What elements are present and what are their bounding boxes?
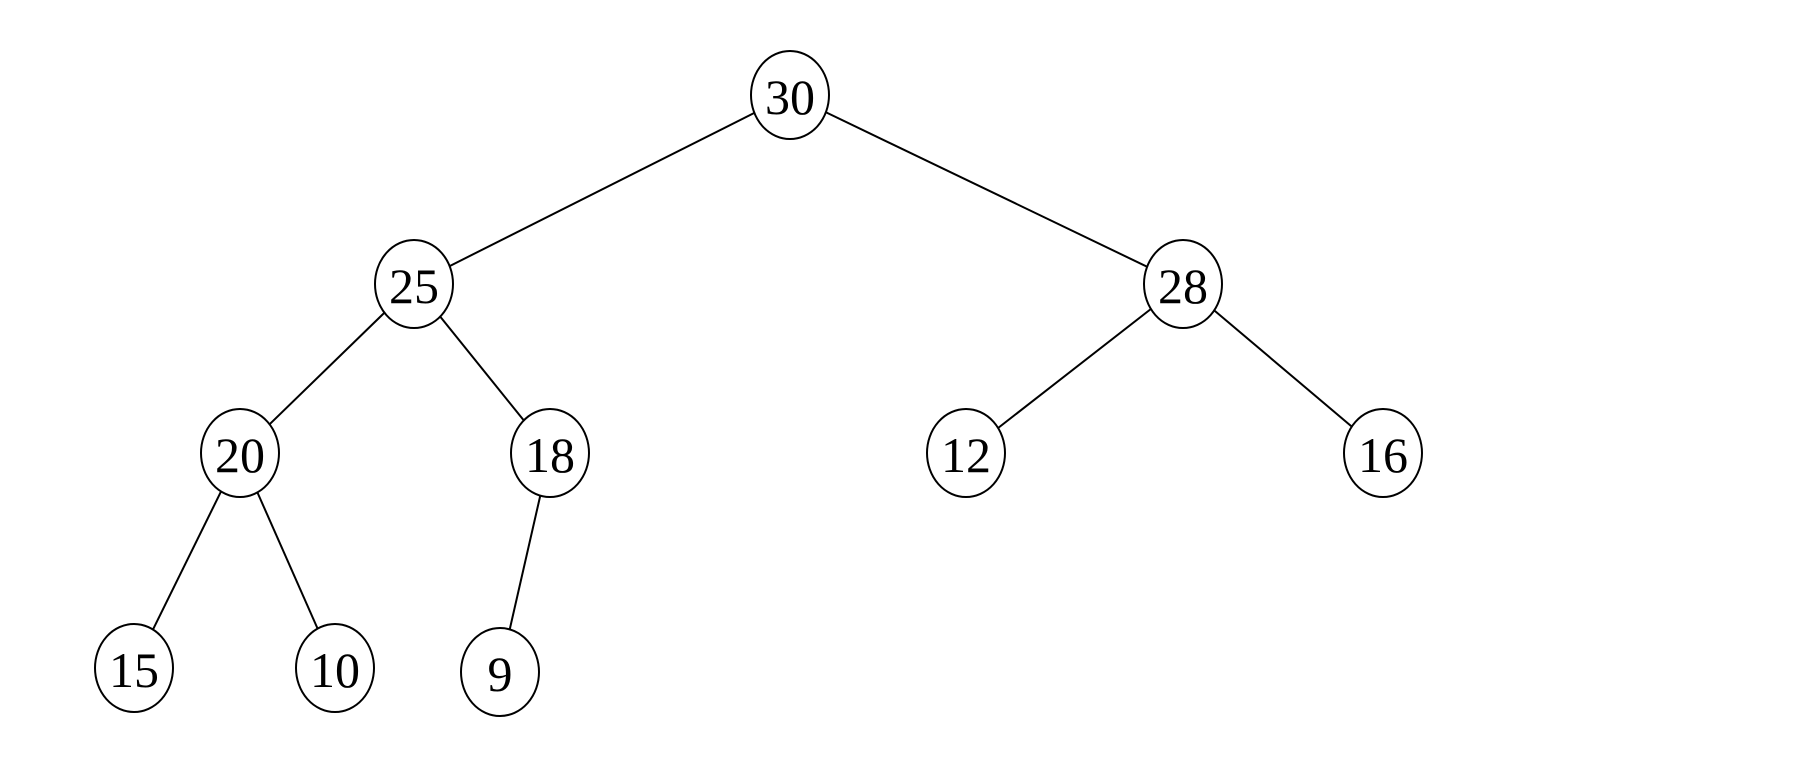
node-circle: [374, 239, 454, 329]
node-circle: [510, 408, 590, 498]
node-circle: [1143, 239, 1223, 329]
tree-nodes: 30 25 28 20 18 12 16 15 10 9: [94, 50, 1423, 717]
tree-node-30: 30: [750, 50, 830, 140]
node-circle: [460, 627, 540, 717]
node-label: 10: [310, 642, 360, 698]
edge-n30-n28: [825, 111, 1148, 268]
node-label: 25: [389, 258, 439, 314]
tree-node-20: 20: [200, 408, 280, 498]
tree-edges: [152, 111, 1353, 630]
node-circle: [1343, 408, 1423, 498]
node-circle: [750, 50, 830, 140]
node-circle: [94, 623, 174, 713]
node-label: 15: [109, 642, 159, 698]
edge-n28-n12: [997, 308, 1152, 429]
node-label: 9: [488, 646, 513, 702]
node-circle: [200, 408, 280, 498]
node-label: 16: [1358, 427, 1408, 483]
edge-n20-n10: [256, 491, 319, 630]
tree-node-25: 25: [374, 239, 454, 329]
node-label: 20: [215, 427, 265, 483]
node-label: 18: [525, 427, 575, 483]
node-label: 30: [765, 69, 815, 125]
tree-node-16: 16: [1343, 408, 1423, 498]
edge-n30-n25: [449, 112, 755, 267]
tree-node-28: 28: [1143, 239, 1223, 329]
edge-n28-n16: [1213, 309, 1353, 428]
tree-node-9: 9: [460, 627, 540, 717]
edge-n25-n18: [439, 315, 525, 422]
tree-node-15: 15: [94, 623, 174, 713]
node-circle: [926, 408, 1006, 498]
edge-n25-n20: [268, 311, 386, 426]
node-label: 28: [1158, 258, 1208, 314]
tree-node-18: 18: [510, 408, 590, 498]
edge-n18-n9: [508, 495, 542, 630]
node-circle: [295, 623, 375, 713]
node-label: 12: [941, 427, 991, 483]
tree-node-10: 10: [295, 623, 375, 713]
edge-n20-n15: [152, 491, 222, 630]
tree-node-12: 12: [926, 408, 1006, 498]
